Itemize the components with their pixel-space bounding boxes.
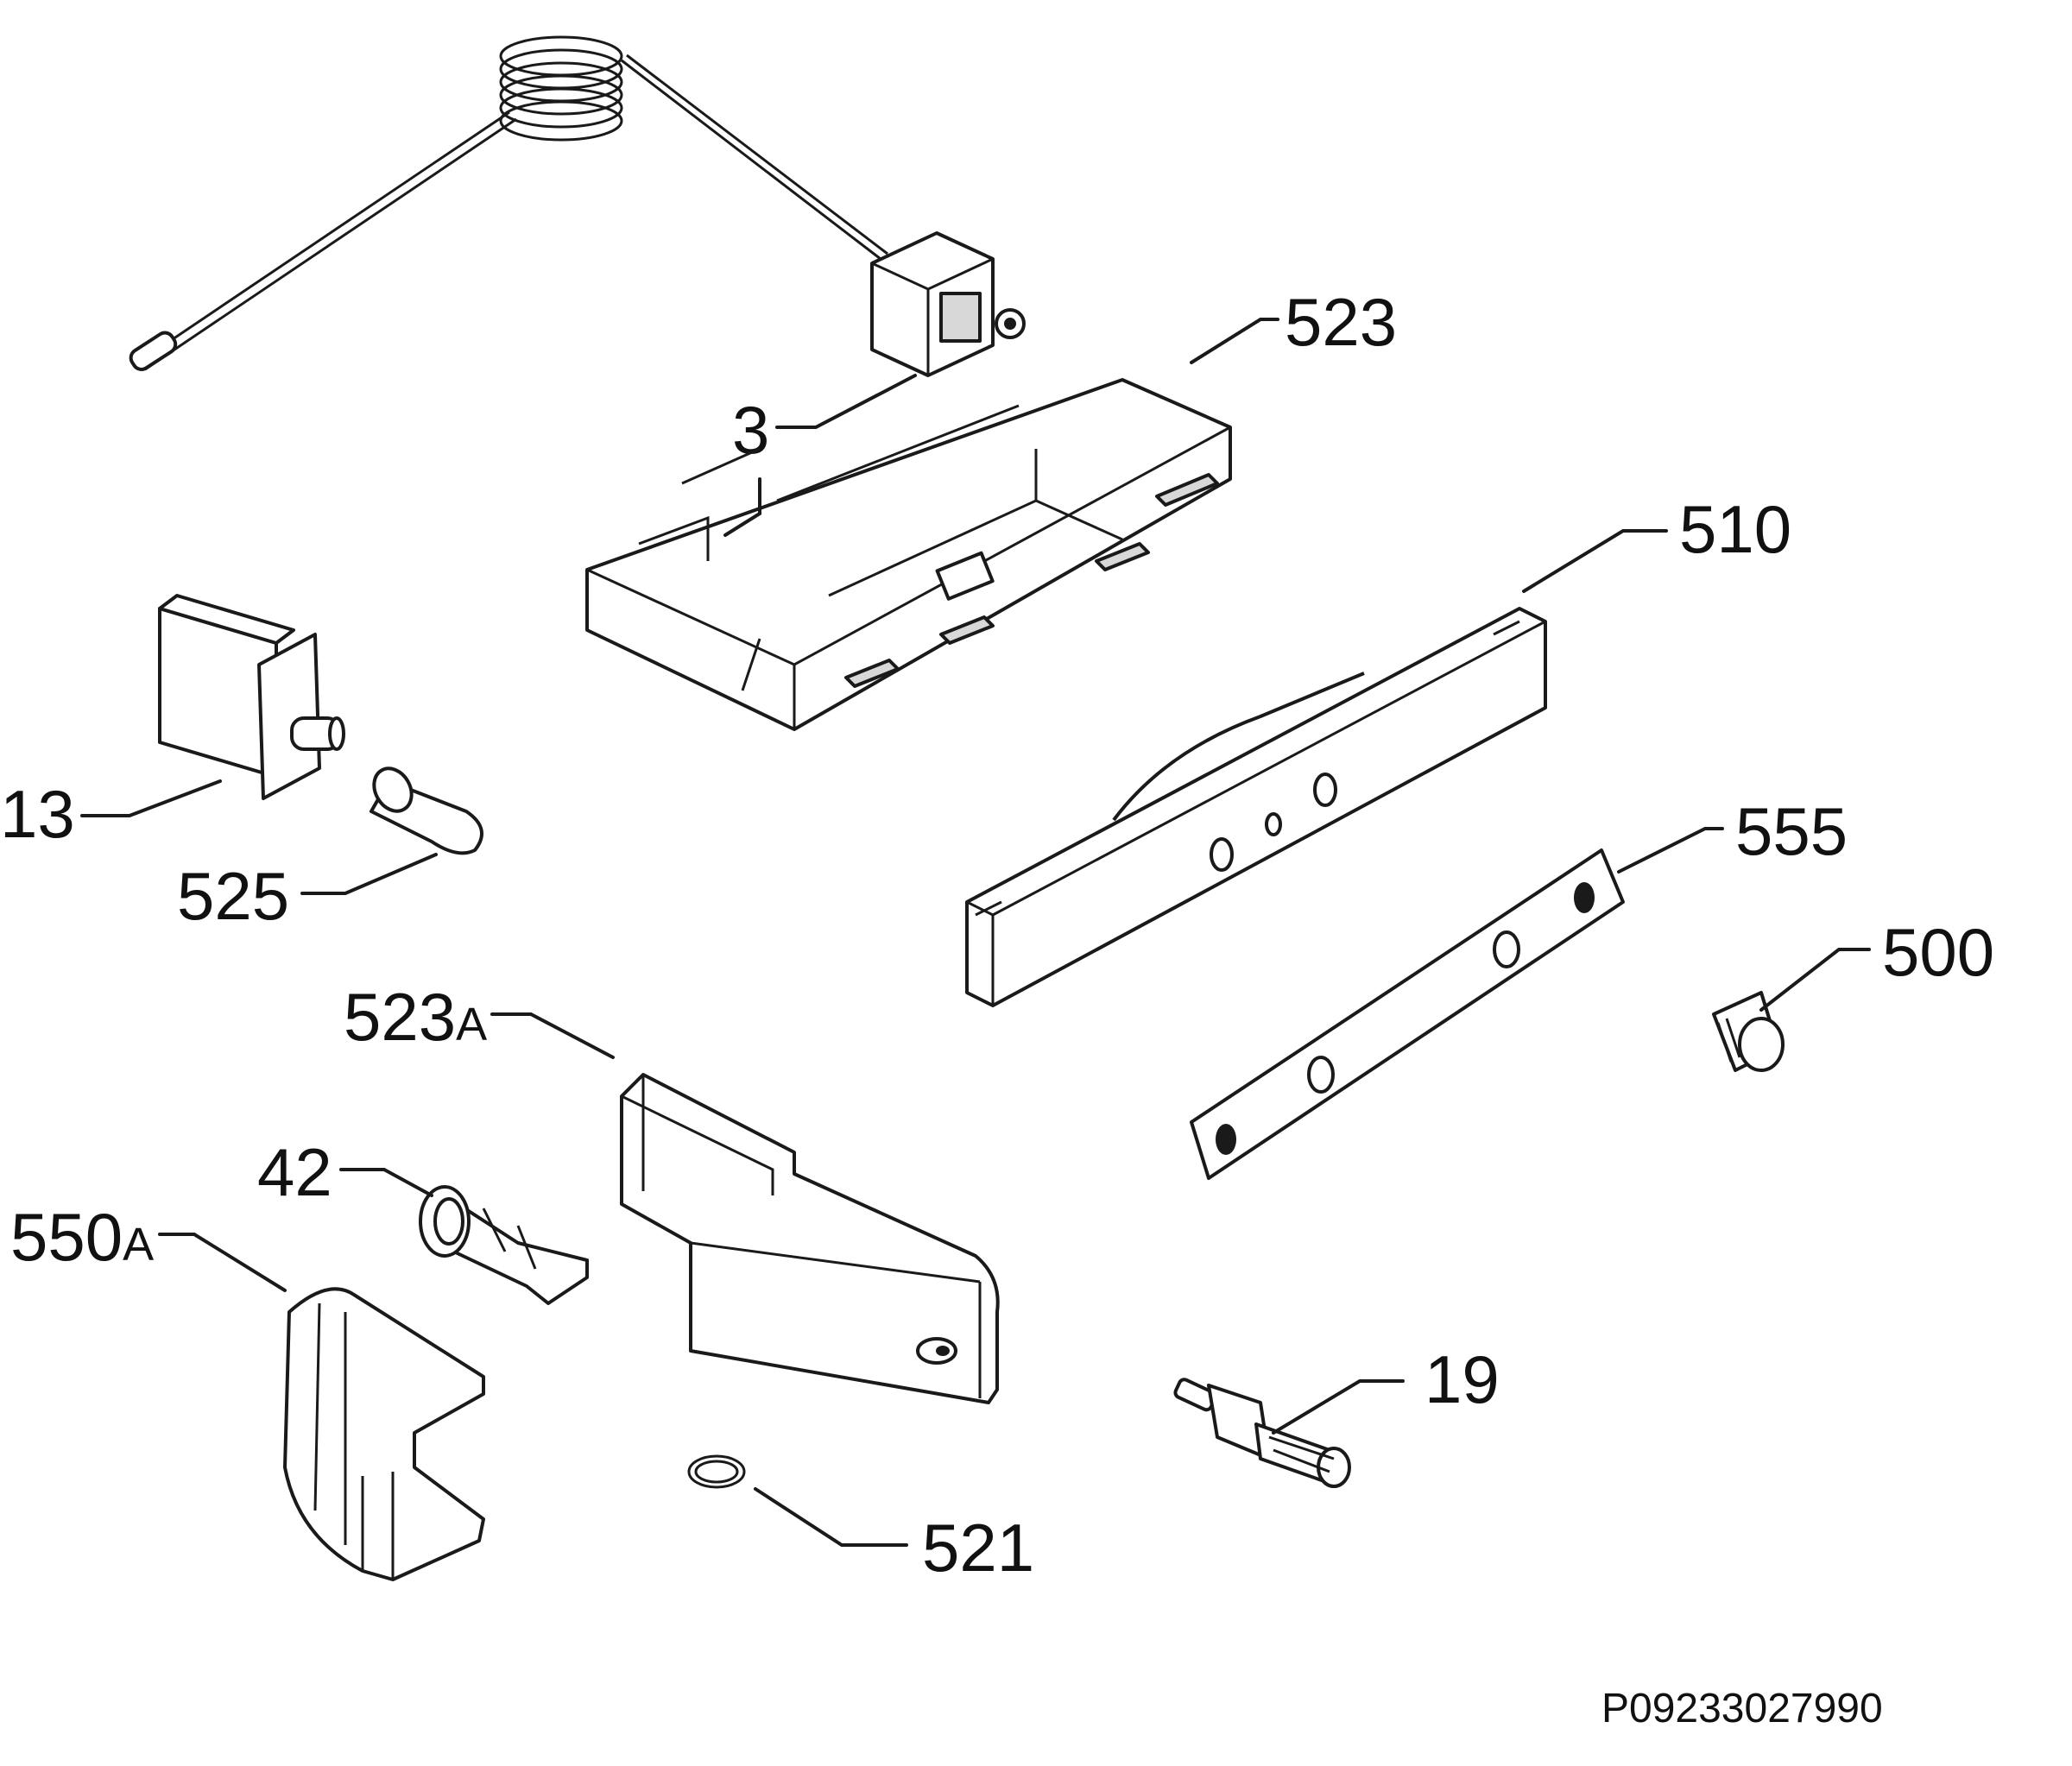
leader-line-525	[300, 853, 438, 895]
leader-line-510	[1522, 529, 1668, 593]
part-13-door-switch	[158, 594, 345, 800]
part-19-bulb	[1173, 1378, 1351, 1488]
leader-line-3	[775, 374, 917, 429]
part-550a-cap	[283, 1287, 485, 1581]
part-label-42: 42	[257, 1134, 332, 1210]
leader-line-555	[1617, 827, 1724, 874]
part-523a-cover	[620, 1073, 1000, 1404]
leader-line-42	[339, 1168, 433, 1197]
part-label-525: 525	[177, 858, 289, 934]
leader-line-523a	[490, 1012, 615, 1059]
part-label-550a: 550A	[10, 1199, 154, 1275]
part-525-lens	[370, 766, 483, 855]
part-label-3: 3	[732, 392, 769, 468]
part-label-521: 521	[922, 1510, 1034, 1586]
part-label-510: 510	[1679, 491, 1791, 567]
leader-line-500	[1759, 948, 1871, 1012]
part-523-housing	[585, 378, 1232, 731]
part-label-500: 500	[1882, 914, 1994, 990]
part-label-555: 555	[1735, 793, 1848, 869]
part-label-523a: 523A	[344, 979, 487, 1055]
part-3-thermostat	[129, 35, 1026, 377]
leader-line-13	[80, 779, 222, 817]
part-521-ring	[687, 1454, 746, 1489]
part-label-13: 13	[0, 776, 75, 852]
leader-line-3b	[723, 477, 761, 537]
part-42-socket	[419, 1185, 589, 1305]
leader-line-523	[1190, 318, 1279, 364]
part-555-strip	[1190, 848, 1625, 1180]
part-500-lamp-holder	[1712, 991, 1785, 1072]
leader-line-19	[1272, 1379, 1405, 1435]
leader-line-550a	[158, 1233, 287, 1292]
part-label-19: 19	[1424, 1341, 1500, 1417]
leader-line-521	[754, 1487, 908, 1547]
part-label-523: 523	[1285, 284, 1397, 360]
part-510-rail	[965, 607, 1547, 1007]
drawing-code: P09233027990	[1601, 1686, 1883, 1731]
